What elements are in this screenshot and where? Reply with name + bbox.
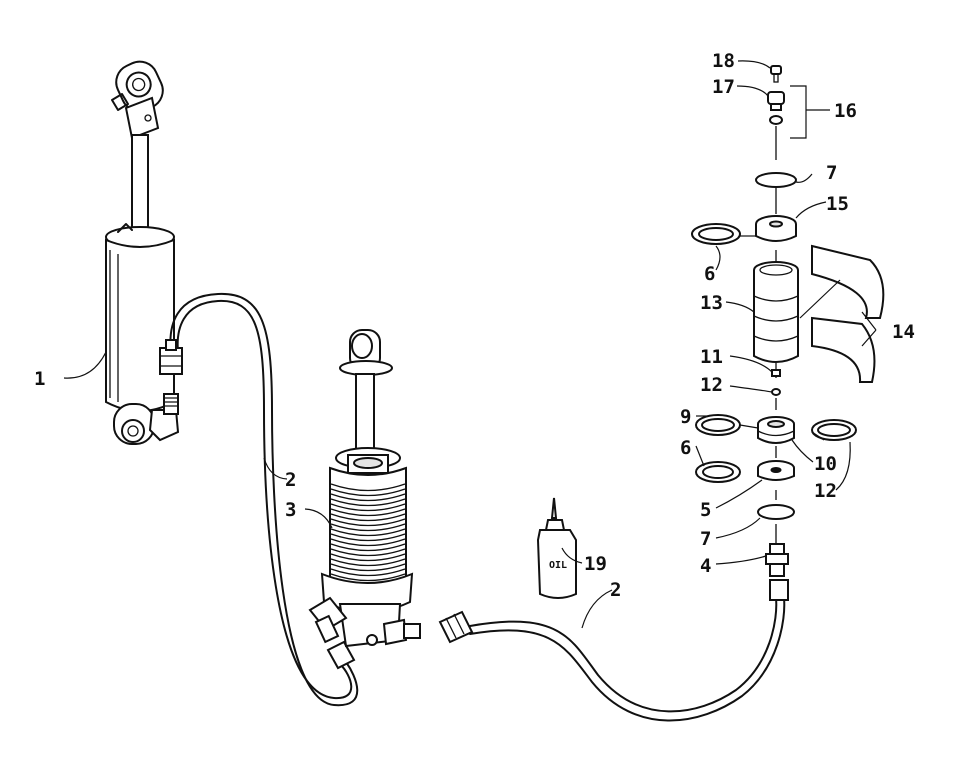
callout-6-bottom: 6 [680,437,691,459]
callout-19: 19 [584,553,607,575]
callout-labels: 1 2 3 2 19 18 17 16 7 15 6 13 14 11 12 9… [34,50,915,601]
callout-5: 5 [700,499,711,521]
callout-2-left: 2 [285,469,296,491]
thread-line [330,558,406,567]
callout-4: 4 [700,555,711,577]
thread-line [330,498,406,507]
callout-16: 16 [834,100,857,122]
callout-18: 18 [712,50,735,72]
callout-14: 14 [892,321,915,343]
callout-11: 11 [700,346,723,368]
thread-line [330,513,406,522]
thread-line [330,573,406,582]
callout-9: 9 [680,406,691,428]
reservoir [308,329,421,648]
thread-line [330,503,406,512]
thread-line [330,483,406,492]
thread-line [330,518,406,527]
callout-12-right: 12 [814,480,837,502]
thread-line [330,543,406,552]
hoses [159,292,789,722]
oil-label: OIL [549,560,567,571]
thread-line [330,508,406,517]
callout-17: 17 [712,76,735,98]
callout-7-bottom: 7 [700,528,711,550]
thread-line [330,528,406,537]
callout-10: 10 [814,453,837,475]
exploded-stack [691,65,885,577]
callout-6-top: 6 [704,263,715,285]
callout-13: 13 [700,292,723,314]
thread-line [330,548,406,557]
thread-line [330,533,406,542]
thread-line [330,538,406,547]
thread-line [330,493,406,502]
thread-line [330,568,406,577]
shock-absorber [105,60,180,445]
callout-12-left: 12 [700,374,723,396]
callout-7-top: 7 [826,162,837,184]
callout-2-right: 2 [610,579,621,601]
thread-line [330,563,406,572]
callout-3: 3 [285,499,296,521]
callout-15: 15 [826,193,849,215]
callout-1: 1 [34,368,45,390]
leader-lines [63,60,877,629]
thread-line [330,553,406,562]
oil-bottle: OIL [536,497,577,599]
thread-line [330,488,406,497]
thread-line [330,523,406,532]
